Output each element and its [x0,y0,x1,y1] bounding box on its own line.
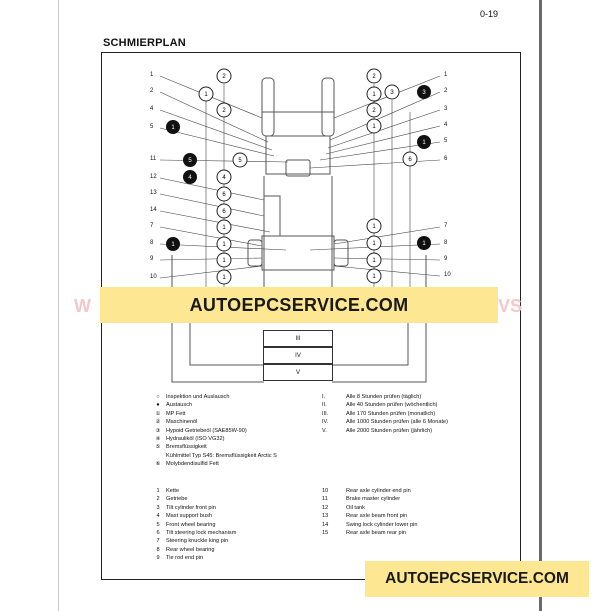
right-label: 7 [444,223,448,229]
callout-r2: 2 [366,68,382,84]
callout-r1f: 1 [366,268,382,284]
callout-r2b: 2 [366,102,382,118]
svg-text:1: 1 [171,125,175,131]
svg-text:1: 1 [372,124,376,130]
svg-text:2: 2 [372,74,376,80]
right-label: 9 [444,256,448,262]
left-label: 11 [150,156,157,162]
right-label: 3 [444,106,448,112]
callout-r1b: 1 [366,118,382,134]
svg-text:1: 1 [222,242,226,248]
svg-text:3: 3 [422,90,426,96]
svg-text:4: 4 [222,175,226,181]
svg-text:2: 2 [372,108,376,114]
callout-r1c: 1 [366,218,382,234]
callout-r3: 3 [384,84,400,100]
callout-r3-filled: 3 [417,85,431,99]
right-label: 2 [444,88,448,94]
interval-box-iii: III [263,330,333,347]
svg-text:1: 1 [222,275,226,281]
svg-text:1: 1 [372,92,376,98]
left-label: 10 [150,274,157,280]
svg-text:2: 2 [222,108,226,114]
svg-text:3: 3 [390,90,394,96]
left-label: 9 [150,256,154,262]
faint-watermark-left: W [74,296,91,316]
left-label: 5 [150,124,154,130]
callout-5: 5 [232,152,248,168]
svg-text:6: 6 [222,209,226,215]
left-label: 12 [150,174,157,180]
interval-box-iv: IV [263,347,333,364]
right-label: 8 [444,240,448,246]
page-number: 0-19 [480,9,499,19]
left-label: 13 [150,190,157,196]
left-label: 7 [150,223,154,229]
callout-r1-filled: 1 [417,135,431,149]
callout-r1d: 1 [366,235,382,251]
svg-text:1: 1 [372,224,376,230]
callout-5-filled: 5 [183,153,197,167]
svg-text:6: 6 [222,192,226,198]
callout-r1: 1 [366,86,382,102]
callout-2b: 2 [216,102,232,118]
svg-text:1: 1 [372,258,376,264]
callout-1c: 1 [216,219,232,235]
svg-text:6: 6 [408,157,412,163]
right-label: 10 [444,272,451,278]
left-label: 8 [150,240,154,246]
svg-text:1: 1 [204,92,208,98]
svg-text:5: 5 [238,158,242,164]
left-label: 1 [150,72,154,78]
callout-1-filled: 1 [166,120,180,134]
callout-1e: 1 [216,252,232,268]
callout-1f: 1 [216,269,232,285]
interval-box-v: V [263,364,333,381]
callout-1d: 1 [216,236,232,252]
right-label: 5 [444,138,448,144]
svg-text:1: 1 [372,241,376,247]
callout-6b: 6 [216,203,232,219]
watermark-banner-bottom: AUTOEPCSERVICE.COM [365,561,589,597]
svg-text:1: 1 [422,140,426,146]
svg-text:5: 5 [188,158,192,164]
svg-text:1: 1 [222,225,226,231]
left-label: 2 [150,88,154,94]
svg-text:1: 1 [372,274,376,280]
callout-r6: 6 [402,151,418,167]
callout-r1-filled-b: 1 [417,236,431,250]
interval-legend: I.Alle 8 Stunden prüfen (täglich) II.All… [322,394,448,434]
callout-4: 4 [216,169,232,185]
right-label: 1 [444,72,448,78]
callout-1: 1 [198,86,214,102]
callout-6: 6 [216,186,232,202]
page-title: SCHMIERPLAN [103,37,186,49]
watermark-banner: AUTOEPCSERVICE.COM [100,287,498,323]
callout-r1e: 1 [366,252,382,268]
svg-text:1: 1 [422,241,426,247]
faint-watermark-right: VS [498,296,523,316]
svg-text:4: 4 [188,175,192,181]
right-label: 6 [444,156,448,162]
left-label: 14 [150,207,157,213]
callouts: 2 1 2 1 5 4 5 4 6 6 1 1 1 1 1 2 3 3 1 2 … [166,68,431,285]
callout-4-filled: 4 [183,170,197,184]
left-label: 4 [150,106,154,112]
svg-text:2: 2 [222,74,226,80]
svg-text:1: 1 [222,258,226,264]
leader-lines [159,75,441,300]
svg-text:1: 1 [171,242,175,248]
callout-2: 2 [216,68,232,84]
callout-1-filled-b: 1 [166,237,180,251]
right-label: 4 [444,122,448,128]
